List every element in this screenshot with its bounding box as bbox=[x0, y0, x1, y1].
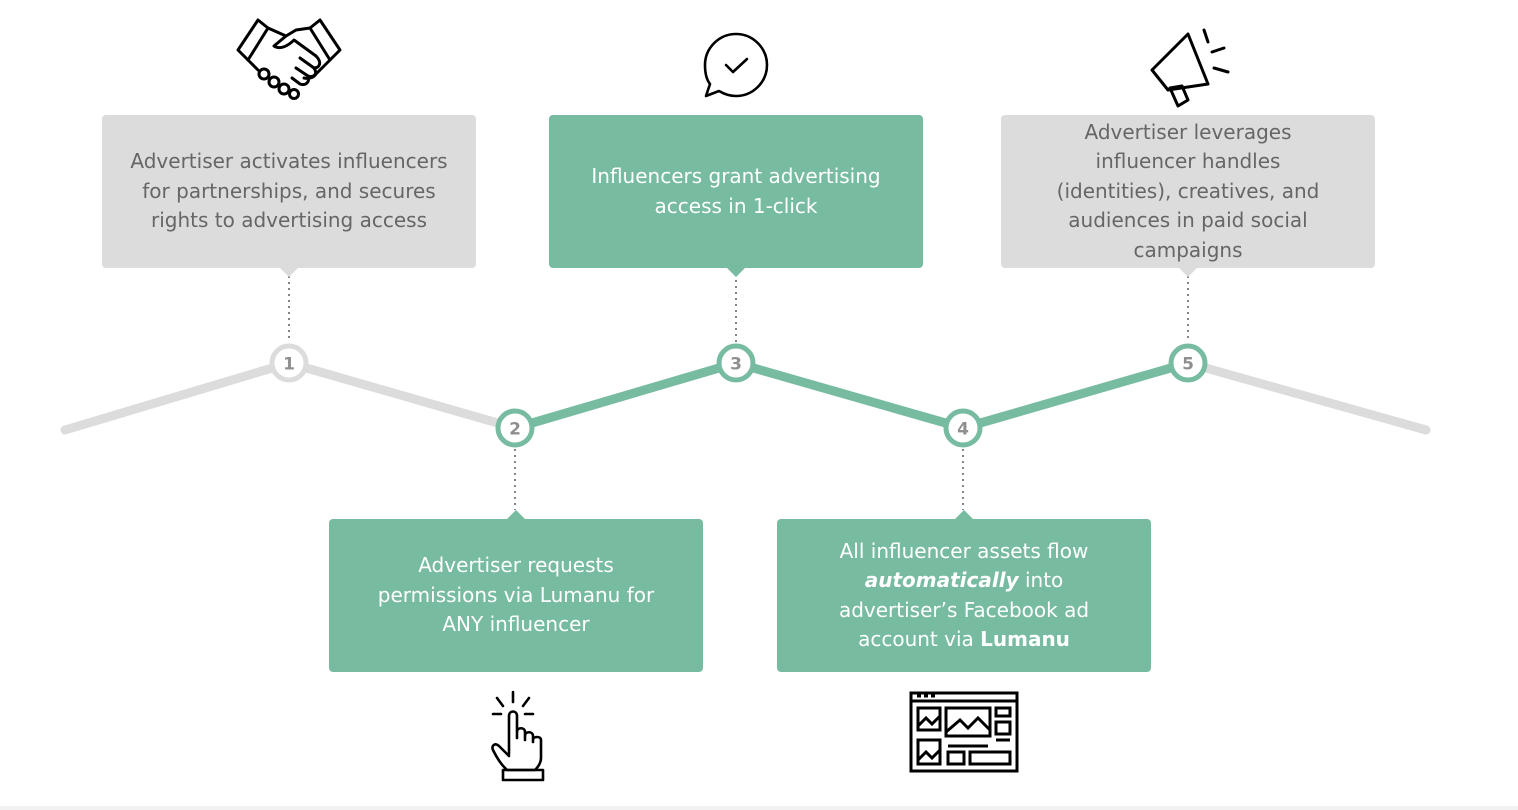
node-4-label: 4 bbox=[957, 420, 969, 440]
ad-layout-dashboard-icon bbox=[909, 691, 1019, 773]
node-5: 5 bbox=[1168, 343, 1208, 383]
node-2-label: 2 bbox=[509, 420, 521, 440]
pointing-hand-click-icon bbox=[491, 690, 545, 782]
timeline-segment-2-3 bbox=[510, 358, 741, 433]
node-5-label: 5 bbox=[1182, 355, 1194, 375]
node-1: 1 bbox=[269, 343, 309, 383]
bottom-divider bbox=[0, 806, 1518, 810]
node-1-label: 1 bbox=[283, 355, 295, 375]
step-4-text: All influencer assets flow automatically… bbox=[797, 537, 1131, 655]
handshake-icon bbox=[236, 18, 342, 100]
node-3-label: 3 bbox=[730, 355, 742, 375]
node-4: 4 bbox=[943, 408, 983, 448]
timeline-segment-4-5 bbox=[958, 358, 1193, 433]
step-4-box: All influencer assets flow automatically… bbox=[777, 510, 1151, 672]
step-4-text-brand: Lumanu bbox=[980, 627, 1070, 651]
chat-checkmark-icon bbox=[703, 32, 769, 98]
step-4-text-emphasis: automatically bbox=[864, 568, 1019, 592]
step-1-text: Advertiser activates influencers for par… bbox=[130, 149, 448, 233]
step-5-text: Advertiser leverages influencer handles … bbox=[1056, 119, 1320, 262]
step-3-text: Influencers grant advertising access in … bbox=[591, 164, 881, 218]
step-1-box: Advertiser activates influencers for par… bbox=[102, 115, 476, 277]
timeline-segment-1-2 bbox=[284, 358, 520, 433]
step-2-box: Advertiser requests permissions via Luma… bbox=[329, 510, 703, 672]
step-2-text: Advertiser requests permissions via Luma… bbox=[377, 553, 655, 637]
timeline-segment-3-4 bbox=[731, 358, 968, 433]
step-5-box: Advertiser leverages influencer handles … bbox=[1001, 115, 1375, 277]
megaphone-icon bbox=[1150, 28, 1230, 108]
node-2: 2 bbox=[495, 408, 535, 448]
timeline-segment-start bbox=[60, 358, 294, 435]
timeline-segment-end bbox=[1183, 358, 1431, 435]
step-4-text-part-3: into advertiser’s Facebook ad account vi… bbox=[838, 568, 1090, 651]
step-4-text-part-1: All influencer assets flow bbox=[839, 538, 1089, 563]
node-3: 3 bbox=[716, 343, 756, 383]
step-3-box: Influencers grant advertising access in … bbox=[549, 115, 923, 277]
